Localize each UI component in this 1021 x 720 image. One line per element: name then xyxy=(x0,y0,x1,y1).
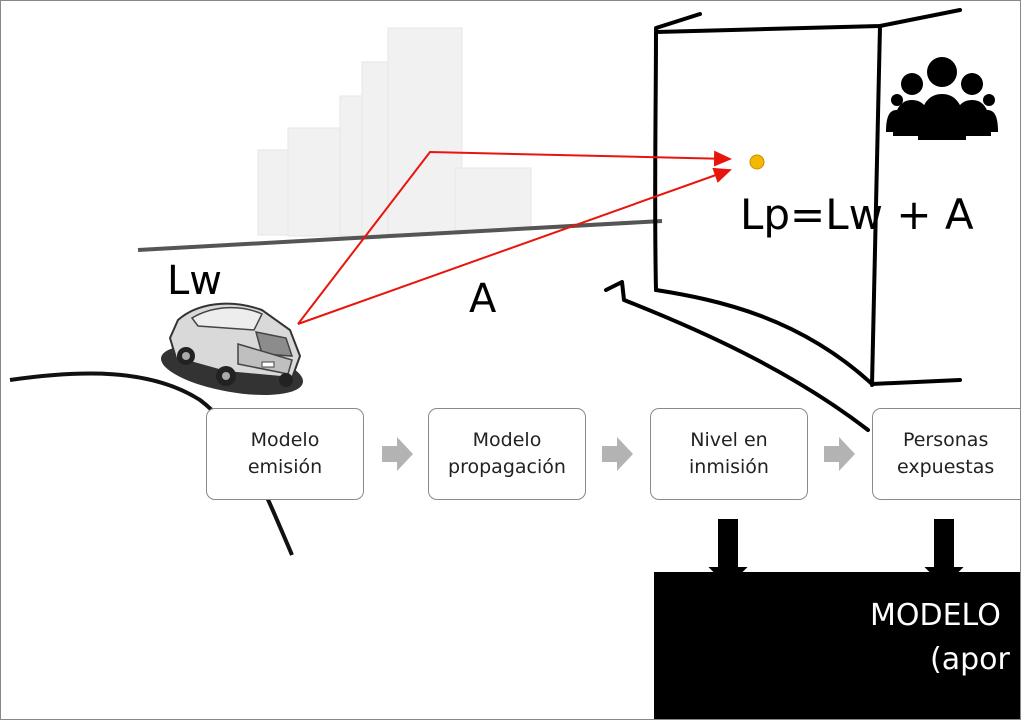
flow-arrows xyxy=(382,437,855,471)
flow-step-inmision: Nivel en inmisión xyxy=(650,408,808,500)
flow-arrow-3 xyxy=(824,437,855,471)
flow-step-emision: Modelo emisión xyxy=(206,408,364,500)
flow-step-line1: Personas xyxy=(902,429,989,451)
flow-step-personas: Personas expuestas xyxy=(872,408,1021,500)
model-box-subtitle: (apor xyxy=(930,642,1010,677)
flow-step-line1: Modelo xyxy=(250,429,320,451)
receiver-point-icon xyxy=(749,154,765,170)
model-box-title: MODELO xyxy=(870,598,1001,633)
flow-step-line2: expuestas xyxy=(897,456,995,478)
flow-step-propagacion: Modelo propagación xyxy=(428,408,586,500)
car-icon xyxy=(160,302,304,396)
attenuation-label: A xyxy=(469,276,497,322)
down-arrows xyxy=(703,517,969,590)
flow-step-line2: propagación xyxy=(448,456,566,478)
flow-arrow-1 xyxy=(382,437,413,471)
flow-step-line1: Nivel en xyxy=(690,429,768,451)
flow-step-line1: Modelo xyxy=(472,429,542,451)
receiver-building xyxy=(604,8,962,432)
sound-rays xyxy=(297,150,732,325)
city-skyline xyxy=(257,27,532,237)
reflected-ray xyxy=(297,150,732,325)
flow-step-line2: emisión xyxy=(247,456,323,478)
flow-step-line2: inmisión xyxy=(689,456,769,478)
people-group-icon xyxy=(886,57,998,140)
flow-arrow-2 xyxy=(602,437,633,471)
formula-label: Lp=Lw + A xyxy=(740,190,974,239)
direct-ray xyxy=(297,167,732,325)
source-level-label: Lw xyxy=(167,258,222,304)
model-box xyxy=(654,572,1021,720)
